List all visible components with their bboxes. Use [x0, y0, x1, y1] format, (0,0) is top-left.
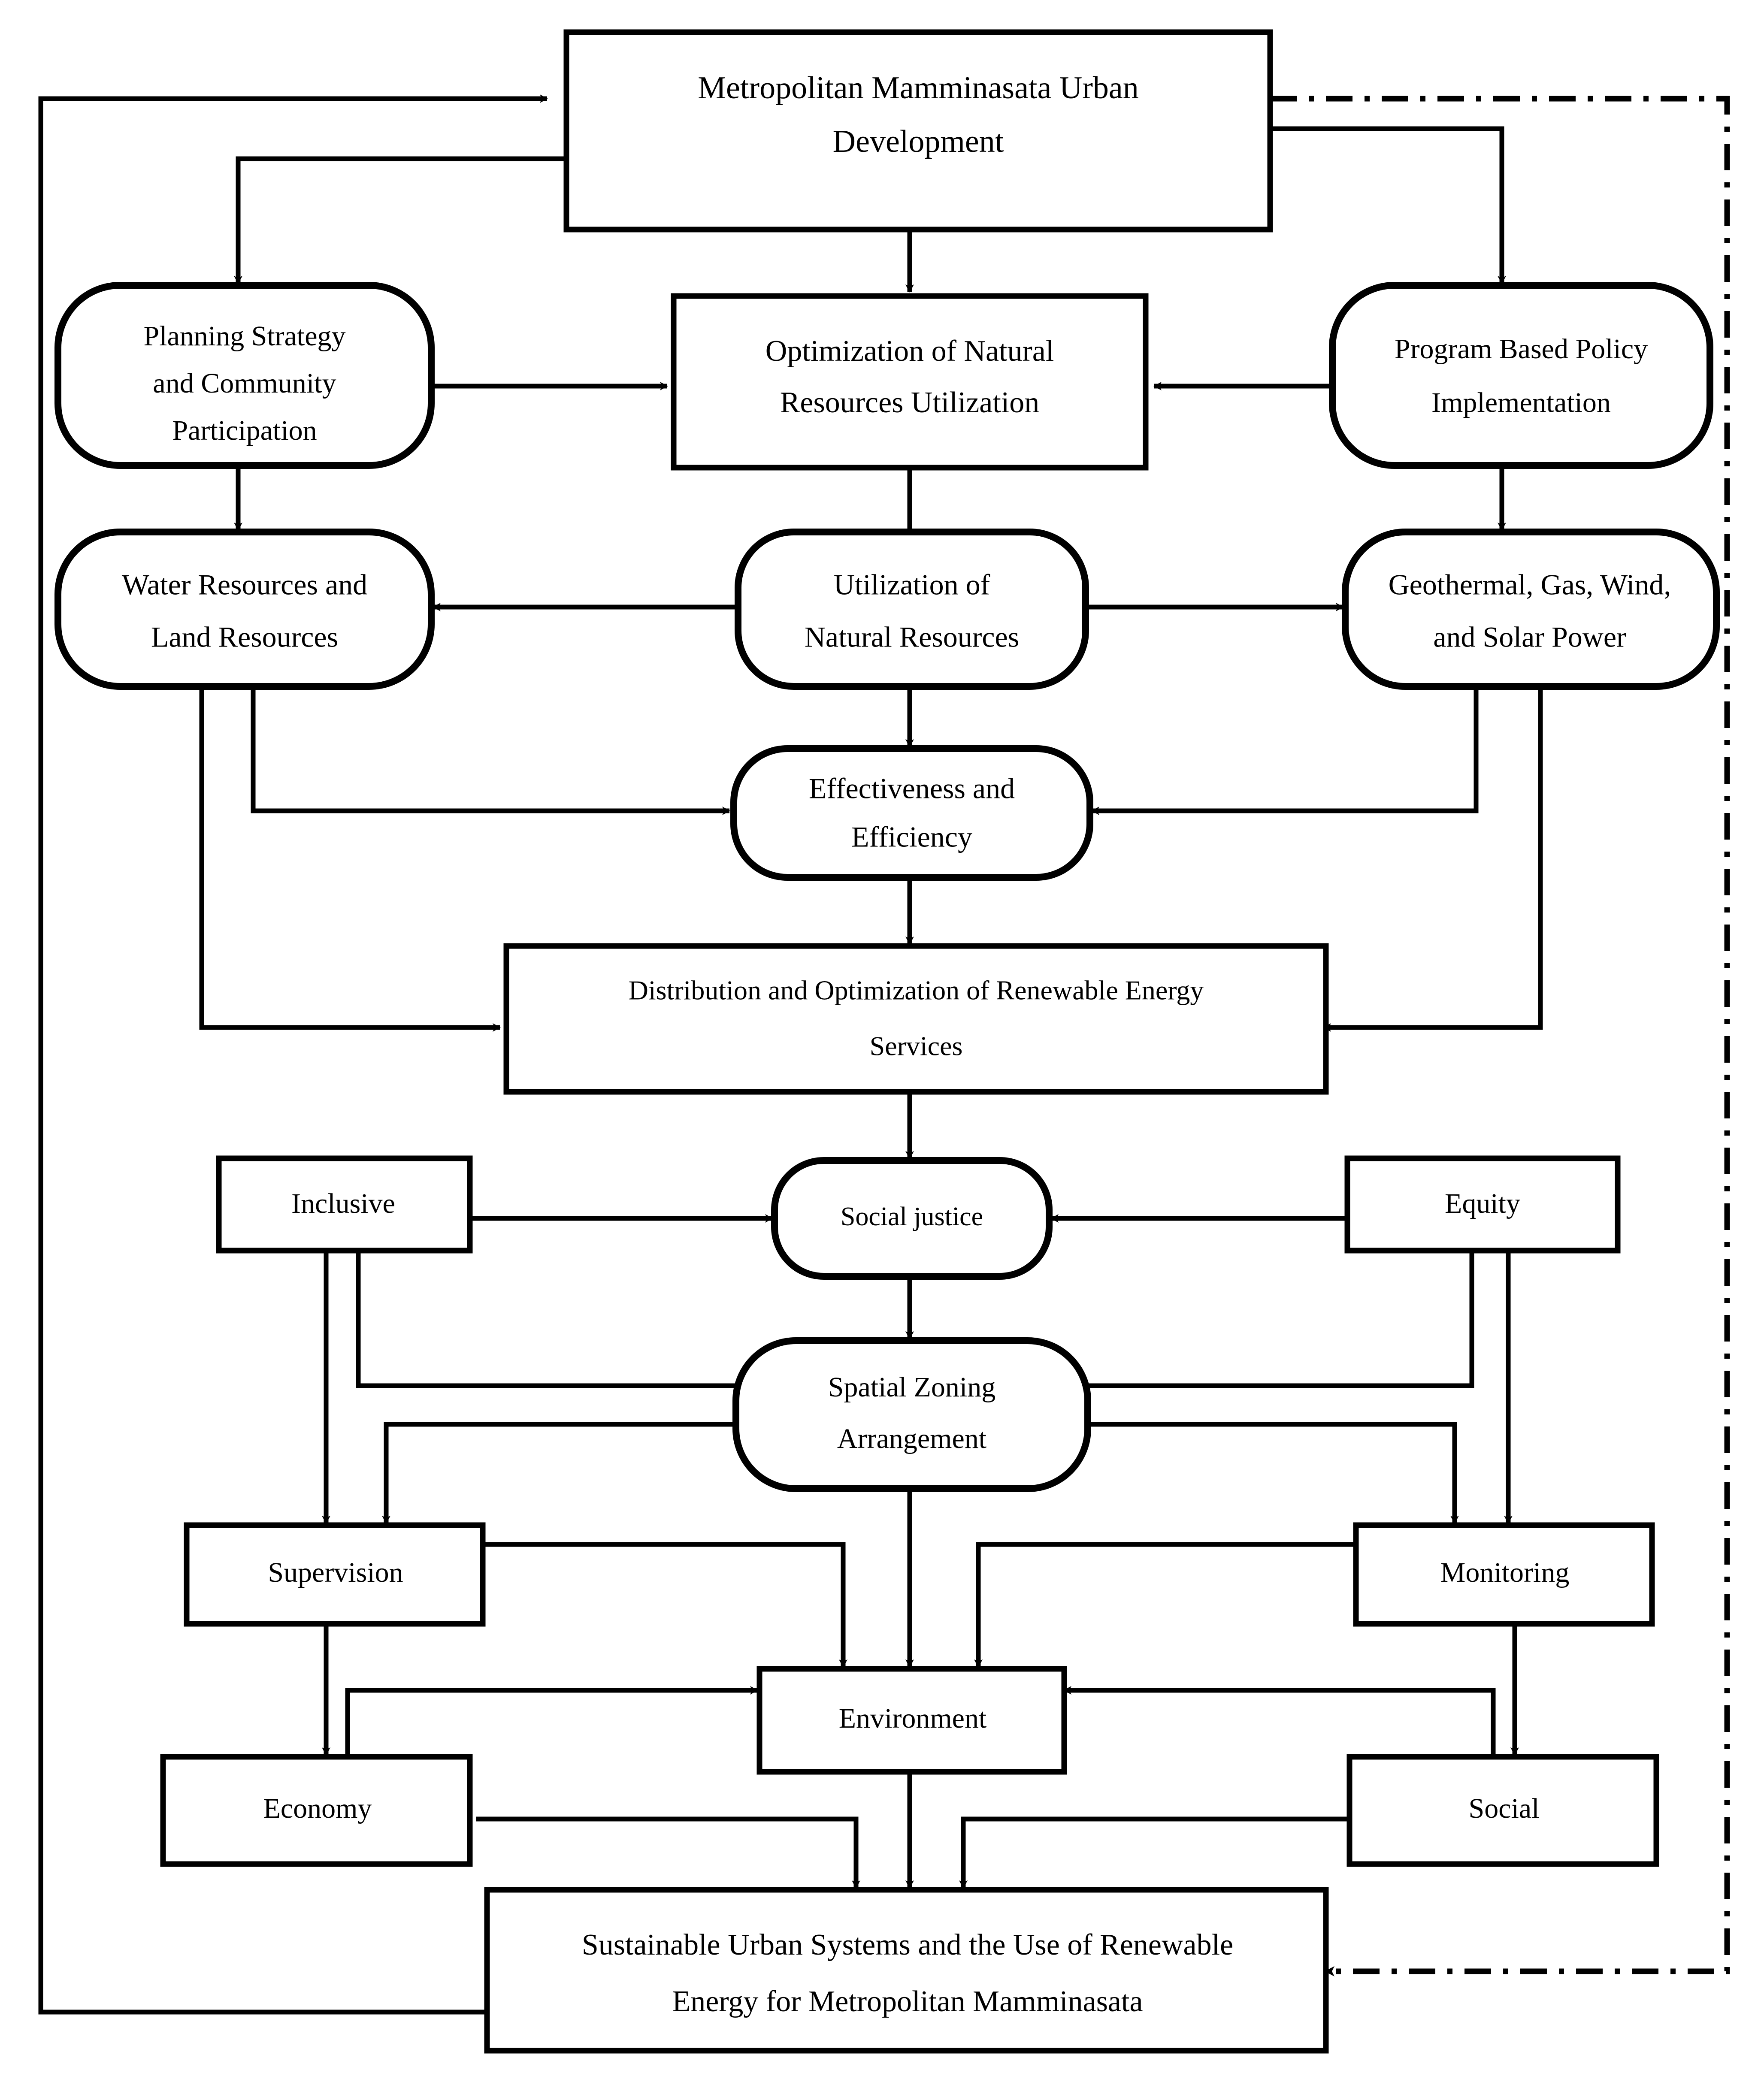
node-line: and Community	[153, 368, 336, 399]
node-line: and Solar Power	[1433, 621, 1626, 653]
node-line: Development	[833, 124, 1004, 159]
node-inclusive[interactable]: Inclusive	[216, 1155, 473, 1254]
edge-n7-n9	[1323, 686, 1543, 1032]
node-metropolitan-mamminasata-urban-development[interactable]: Metropolitan Mamminasata Urban Developme…	[563, 29, 1273, 233]
node-line: Monitoring	[1440, 1557, 1570, 1588]
node-line: Implementation	[1431, 387, 1611, 418]
edge-n13-n15	[1068, 1422, 1459, 1524]
node-line: Planning Strategy	[143, 320, 345, 352]
node-layer: Metropolitan Mamminasata Urban Developme…	[54, 29, 1720, 2054]
node-line: Geothermal, Gas, Wind,	[1389, 568, 1671, 601]
edge-n15-n16	[974, 1542, 1358, 1668]
edge-n18-n16	[1063, 1686, 1496, 1755]
node-line: Sustainable Urban Systems and the Use of…	[582, 1928, 1233, 1961]
node-program-based-policy-implementation[interactable]: Program Based Policy Implementation	[1329, 282, 1713, 469]
node-line: Energy for Metropolitan Mamminasata	[672, 1985, 1143, 2018]
node-planning-strategy-and-community-participation[interactable]: Planning Strategy and Community Particip…	[54, 282, 435, 469]
node-optimization-of-natural-resources-utilization[interactable]: Optimization of Natural Resources Utiliz…	[671, 293, 1149, 471]
node-line: Equity	[1445, 1188, 1520, 1219]
edge-layer-dashdot	[1270, 96, 1730, 1976]
node-monitoring[interactable]: Monitoring	[1353, 1522, 1655, 1627]
edge-n7-n8	[1091, 686, 1479, 815]
edge-n5-n9	[199, 686, 501, 1032]
node-supervision[interactable]: Supervision	[184, 1522, 486, 1627]
edge-n1-n2	[234, 156, 578, 284]
node-sustainable-urban-systems-and-the-use-of-renewable-energy[interactable]: Sustainable Urban Systems and the Use of…	[484, 1887, 1329, 2054]
node-equity[interactable]: Equity	[1344, 1155, 1621, 1254]
node-effectiveness-and-efficiency[interactable]: Effectiveness and Efficiency	[730, 745, 1093, 881]
node-line: Optimization of Natural	[766, 335, 1054, 368]
edge-n10-n13	[356, 1218, 754, 1390]
edge-n13-n14	[382, 1422, 753, 1524]
node-line: Spatial Zoning	[828, 1372, 995, 1403]
edge-layer	[38, 94, 1543, 2015]
node-utilization-of-natural-resources[interactable]: Utilization of Natural Resources	[735, 529, 1089, 690]
node-line: Supervision	[268, 1557, 403, 1588]
node-environment[interactable]: Environment	[756, 1666, 1067, 1775]
node-line: Economy	[263, 1793, 372, 1824]
edge-n5-n8	[251, 686, 730, 815]
node-line: Natural Resources	[805, 621, 1019, 653]
node-line: Environment	[839, 1703, 987, 1734]
edge-n12-n13	[1068, 1218, 1474, 1390]
node-line: Participation	[172, 415, 317, 446]
edge-n19-n1-feedback	[38, 94, 548, 2015]
node-line: Arrangement	[837, 1423, 986, 1454]
edge-n1-n4	[1270, 126, 1506, 284]
node-line: Land Resources	[151, 621, 338, 653]
node-line: Resources Utilization	[780, 386, 1040, 419]
edge-n14-n16	[483, 1542, 847, 1668]
node-line: Effectiveness and	[809, 772, 1015, 805]
node-line: Distribution and Optimization of Renewab…	[629, 975, 1204, 1006]
node-line: Metropolitan Mamminasata Urban	[698, 70, 1139, 106]
edge-n17-n19	[476, 1816, 860, 1889]
node-line: Social	[1469, 1793, 1540, 1824]
node-water-resources-and-land-resources[interactable]: Water Resources and Land Resources	[54, 529, 435, 690]
node-line: Water Resources and	[122, 568, 367, 601]
edge-n1-n19-dashdot	[1270, 96, 1730, 1976]
node-line: Program Based Policy	[1395, 333, 1648, 365]
node-line: Utilization of	[834, 568, 990, 601]
node-social-justice[interactable]: Social justice	[771, 1157, 1053, 1280]
node-social[interactable]: Social	[1346, 1754, 1659, 1867]
node-line: Social justice	[841, 1202, 983, 1231]
edge-n18-n19	[959, 1816, 1356, 1889]
node-economy[interactable]: Economy	[160, 1754, 473, 1867]
node-line: Efficiency	[851, 821, 972, 853]
node-spatial-zoning-arrangement[interactable]: Spatial Zoning Arrangement	[732, 1337, 1091, 1492]
node-distribution-and-optimization-of-renewable-energy-services[interactable]: Distribution and Optimization of Renewab…	[503, 943, 1329, 1095]
node-line: Inclusive	[291, 1188, 395, 1219]
node-geothermal-gas-wind-and-solar-power[interactable]: Geothermal, Gas, Wind, and Solar Power	[1342, 529, 1720, 690]
edge-n17-n16	[345, 1686, 758, 1755]
node-line: Services	[870, 1031, 963, 1061]
